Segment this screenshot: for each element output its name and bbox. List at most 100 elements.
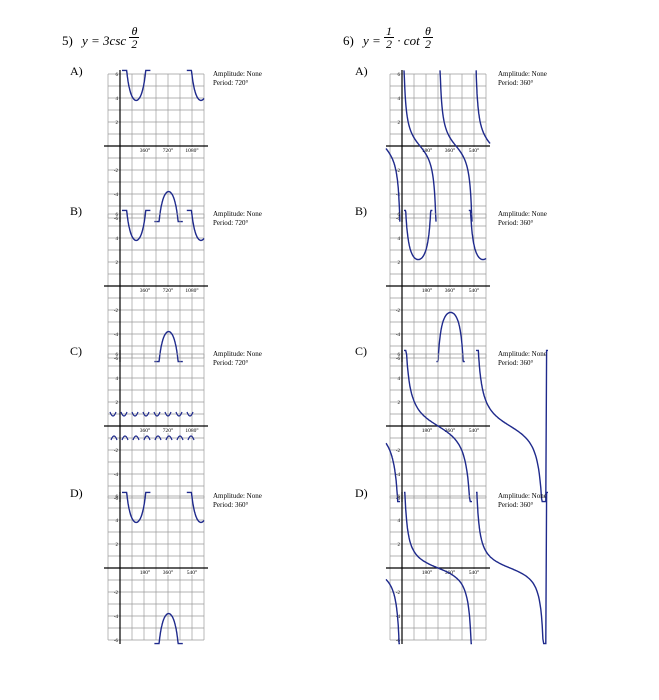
x-tick-label-bg xyxy=(466,287,482,293)
curve-branch xyxy=(489,491,548,645)
y-tick-label: 6 xyxy=(398,353,401,358)
y-tick-label: 6 xyxy=(116,73,119,78)
y-tick-label: 4 xyxy=(398,237,401,242)
y-tick-label: 4 xyxy=(398,377,401,382)
y-tick-label: -2 xyxy=(396,169,401,174)
curve-branch xyxy=(187,435,195,441)
x-tick-label: 720° xyxy=(163,427,173,434)
x-tick-label-bg xyxy=(442,569,458,575)
period-text: Period: 720° xyxy=(213,359,249,367)
x-tick-label: 540° xyxy=(469,287,479,294)
curve-branch xyxy=(385,442,400,503)
option-label: B) xyxy=(355,204,367,218)
curve-branch xyxy=(154,190,183,223)
x-tick-label: 360° xyxy=(445,287,455,294)
x-tick-label-bg xyxy=(466,427,482,433)
curve-branch xyxy=(385,148,401,222)
curve-branch xyxy=(131,411,139,417)
y-tick-label: -4 xyxy=(114,333,119,338)
curve-branch xyxy=(186,411,194,417)
x-tick-label: 360° xyxy=(445,147,455,154)
option-label: B) xyxy=(70,204,82,218)
curve-branch xyxy=(122,209,151,242)
question-6-mid: · cot xyxy=(397,33,420,48)
x-tick-label-bg xyxy=(419,287,435,293)
curve-branch xyxy=(154,612,183,645)
curve-branch xyxy=(186,491,205,524)
fraction-numerator: θ xyxy=(129,25,140,38)
curve-branch xyxy=(176,435,184,441)
curve-branch xyxy=(186,209,205,242)
x-tick-label: 180° xyxy=(140,569,150,576)
x-tick-label: 1080° xyxy=(185,287,198,294)
curve-branch xyxy=(122,491,151,524)
curve-branch xyxy=(468,209,487,261)
y-tick-label: -6 xyxy=(114,357,119,362)
curve-branch xyxy=(439,70,473,222)
amplitude-text: Amplitude: None xyxy=(498,70,547,78)
question-5-equation: y = 3csc θ 2 xyxy=(82,25,140,51)
x-tick-label-bg xyxy=(419,569,435,575)
period-text: Period: 720° xyxy=(213,219,249,227)
x-tick-label: 360° xyxy=(140,287,150,294)
curve-branch xyxy=(110,435,118,441)
y-tick-label: -4 xyxy=(396,473,401,478)
y-tick-label: 4 xyxy=(116,97,119,102)
amplitude-text: Amplitude: None xyxy=(213,70,262,78)
y-tick-label: 6 xyxy=(116,353,119,358)
period-text: Period: 720° xyxy=(213,79,249,87)
x-tick-label: 1080° xyxy=(185,427,198,434)
curve-branch xyxy=(153,411,161,417)
x-tick-label-bg xyxy=(184,287,200,293)
period-text: Period: 360° xyxy=(498,359,534,367)
x-tick-label-bg xyxy=(137,147,153,153)
x-tick-label-bg xyxy=(184,427,200,433)
x-tick-label: 540° xyxy=(187,569,197,576)
fraction-denominator: 2 xyxy=(386,36,393,51)
option-label: C) xyxy=(355,344,367,358)
x-tick-label-bg xyxy=(466,147,482,153)
x-tick-label-bg xyxy=(160,569,176,575)
y-tick-label: 2 xyxy=(116,121,119,126)
curve-branch xyxy=(403,70,437,222)
curve-branch xyxy=(143,435,151,441)
amplitude-text: Amplitude: None xyxy=(498,210,547,218)
y-tick-label: -2 xyxy=(396,309,401,314)
y-tick-label: -2 xyxy=(114,309,119,314)
x-tick-label-bg xyxy=(160,287,176,293)
x-tick-label: 540° xyxy=(469,569,479,576)
curve-branch xyxy=(132,435,140,441)
question-5-lhs: y = 3csc xyxy=(82,33,127,48)
fraction-numerator: 1 xyxy=(384,23,395,38)
amplitude-text: Amplitude: None xyxy=(498,492,547,500)
fraction-denominator: 2 xyxy=(131,36,138,51)
curve-branch xyxy=(120,411,128,417)
curve-branch xyxy=(475,70,491,144)
x-tick-label-bg xyxy=(419,147,435,153)
amplitude-text: Amplitude: None xyxy=(498,350,547,358)
curve-branch xyxy=(404,209,433,261)
y-tick-label: 2 xyxy=(116,401,119,406)
x-tick-label-bg xyxy=(442,147,458,153)
y-tick-label: 6 xyxy=(398,73,401,78)
option-label: D) xyxy=(70,486,83,500)
curve-branch xyxy=(109,411,117,417)
curve-branch xyxy=(122,69,151,102)
curve-branch xyxy=(154,330,183,363)
